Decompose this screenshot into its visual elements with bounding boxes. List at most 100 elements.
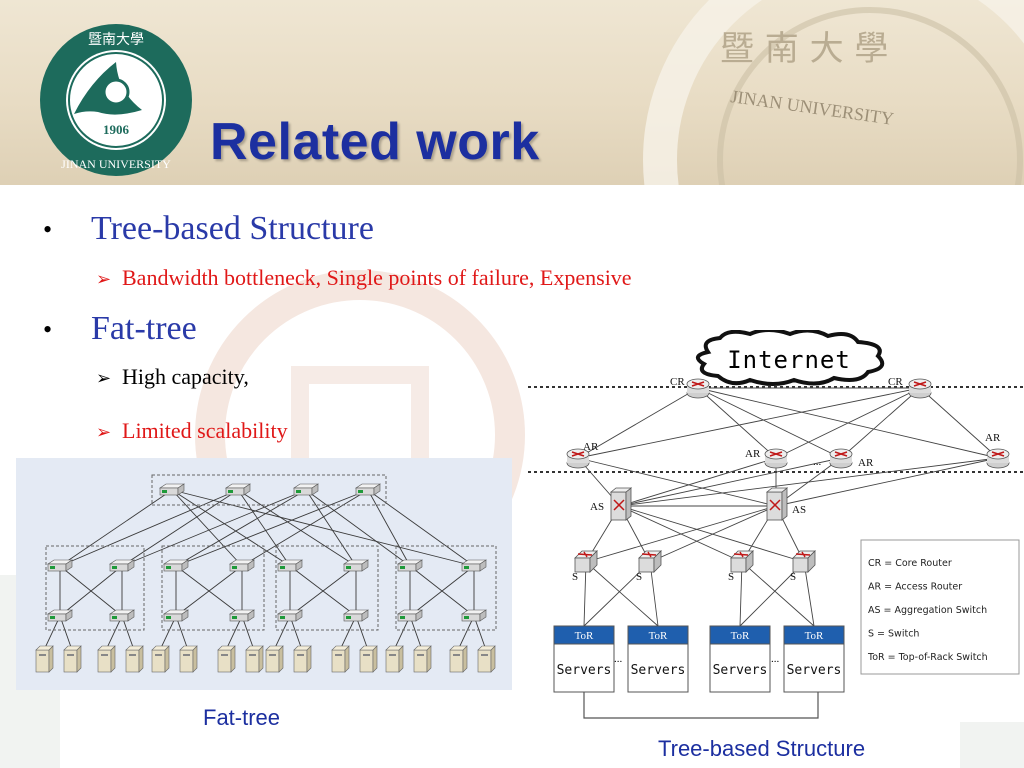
node-label: S — [790, 571, 796, 583]
university-logo: 1906 暨南大學 JINAN UNIVERSITY — [40, 24, 192, 176]
bullet-tree-structure: • Tree-based Structure — [43, 210, 374, 248]
watermark-text: JINAN UNIVERSITY — [729, 86, 895, 129]
server-icon — [245, 645, 264, 673]
internet-cloud-icon — [696, 330, 885, 386]
server-icon — [477, 645, 496, 673]
core-group-outline — [151, 474, 387, 506]
server-icon — [179, 645, 198, 673]
node-label: AR — [745, 448, 761, 460]
aggregation-switch-icon — [343, 559, 369, 572]
aggregation-switch-icon — [163, 559, 189, 572]
aggregation-switch-icon — [109, 559, 135, 572]
header-band: 暨 南 大 學 JINAN UNIVERSITY 1906 暨南大學 JINAN… — [0, 0, 1024, 185]
tor-rack: ToR Servers — [627, 625, 689, 693]
node-label: AR — [858, 457, 874, 469]
tor-rack: ToR Servers — [783, 625, 845, 693]
edge-switch-icon — [461, 609, 487, 622]
node-label: ... — [813, 456, 822, 468]
internet-label: Internet — [727, 346, 851, 374]
server-icon — [35, 645, 54, 673]
aggregation-switch-icon — [765, 487, 789, 521]
core-router-icon — [686, 378, 710, 399]
aggregation-switch-icon — [461, 559, 487, 572]
bullet-fat-tree: • Fat-tree — [43, 310, 197, 348]
legend-item: CR = Core Router — [868, 558, 952, 569]
node-label: S — [728, 571, 734, 583]
node-label: CR — [888, 376, 903, 388]
node-label: AS — [590, 501, 604, 513]
sub-bullet-text: High capacity, — [122, 364, 249, 389]
pod-outline — [275, 545, 379, 631]
tree-structure-caption: Tree-based Structure — [658, 736, 866, 761]
bullet-label: Fat-tree — [91, 310, 197, 347]
core-switch-icon — [159, 483, 185, 496]
server-icon — [63, 645, 82, 673]
ellipsis-label: ... — [614, 653, 623, 665]
core-router-icon — [908, 378, 932, 399]
tor-label: ToR — [649, 630, 668, 642]
server-icon — [97, 645, 116, 673]
server-icon — [331, 645, 350, 673]
logo-chinese-name: 暨南大學 — [88, 32, 144, 48]
legend-box — [860, 539, 1020, 675]
sub-bullet-text: Limited scalability — [122, 418, 288, 443]
legend-item: S = Switch — [868, 629, 919, 640]
watermark-chars: 暨 南 大 學 — [720, 29, 888, 69]
bullet-label: Tree-based Structure — [91, 210, 374, 247]
node-label: AS — [792, 504, 806, 516]
server-icon — [359, 645, 378, 673]
access-router-icon — [764, 448, 788, 469]
switch-icon — [638, 550, 662, 573]
sub-bullet-text: Bandwidth bottleneck, Single points of f… — [122, 265, 632, 290]
arrow-bullet-icon: ➢ — [96, 368, 112, 389]
edge-switch-icon — [277, 609, 303, 622]
core-switch-icon — [293, 483, 319, 496]
aggregation-switch-icon — [277, 559, 303, 572]
server-icon — [385, 645, 404, 673]
logo-english-name: JINAN UNIVERSITY — [61, 157, 171, 171]
fat-tree-caption: Fat-tree — [203, 705, 281, 730]
ellipsis-label: ... — [771, 653, 780, 665]
node-label: S — [572, 571, 578, 583]
servers-label: Servers — [631, 663, 686, 678]
arrow-bullet-icon: ➢ — [96, 422, 112, 443]
tor-label: ToR — [731, 630, 750, 642]
sub-bullet-tree-drawbacks: ➢Bandwidth bottleneck, Single points of … — [96, 265, 632, 291]
server-icon — [151, 645, 170, 673]
server-icon — [449, 645, 468, 673]
edge-switch-icon — [47, 609, 73, 622]
server-icon — [413, 645, 432, 673]
sub-bullet-high-capacity: ➢ High capacity, — [96, 364, 249, 390]
node-label: AR — [985, 432, 1001, 444]
core-switch-icon — [355, 483, 381, 496]
legend-item: ToR = Top-of-Rack Switch — [867, 652, 988, 663]
edge-switch-icon — [229, 609, 255, 622]
aggregation-switch-icon — [609, 487, 633, 521]
aggregation-switch-icon — [47, 559, 73, 572]
node-label: S — [636, 571, 642, 583]
edge-switch-icon — [109, 609, 135, 622]
pod-outline — [161, 545, 265, 631]
legend-item: AR = Access Router — [868, 582, 962, 593]
servers-label: Servers — [713, 663, 768, 678]
aggregation-switch-icon — [229, 559, 255, 572]
switch-icon — [574, 550, 598, 573]
core-switch-icon — [225, 483, 251, 496]
access-router-icon — [566, 448, 590, 469]
logo-year: 1906 — [103, 122, 130, 137]
edge-switch-icon — [397, 609, 423, 622]
access-router-icon — [986, 448, 1010, 469]
server-icon — [217, 645, 236, 673]
header-decoration: 暨 南 大 學 JINAN UNIVERSITY — [643, 0, 1024, 185]
tor-label: ToR — [575, 630, 594, 642]
server-icon — [293, 645, 312, 673]
server-icon — [265, 645, 284, 673]
tor-label: ToR — [805, 630, 824, 642]
bullet-dot: • — [43, 215, 53, 244]
pod-outline — [395, 545, 497, 631]
pod-outline — [45, 545, 145, 631]
sub-bullet-limited-scalability: ➢ Limited scalability — [96, 418, 288, 444]
switch-icon — [792, 550, 816, 573]
servers-label: Servers — [787, 663, 842, 678]
